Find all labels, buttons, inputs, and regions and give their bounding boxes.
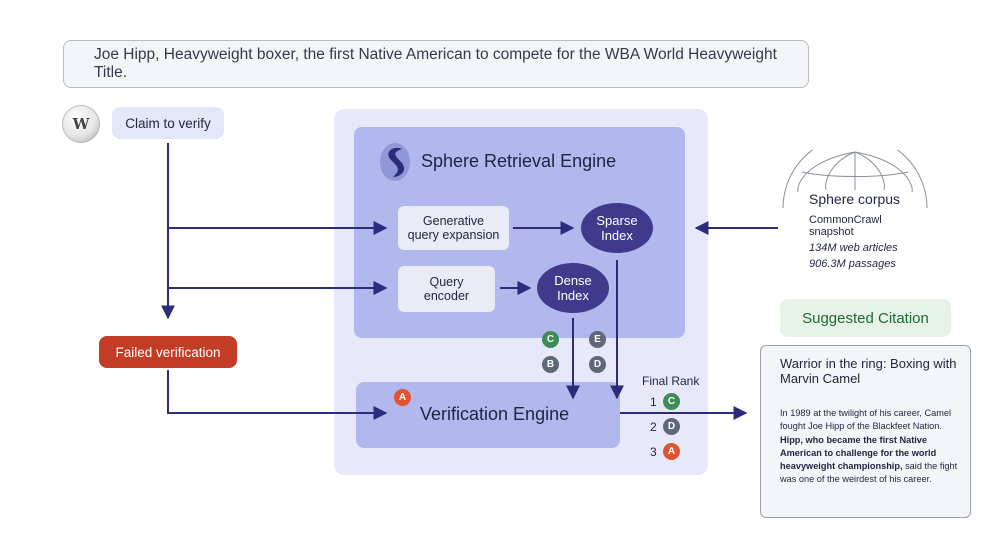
dense-index-node: Dense Index [537, 263, 609, 313]
rank-badge-2: D [663, 418, 680, 435]
generative-query-line2: query expansion [407, 228, 500, 242]
sphere-corpus-title: Sphere corpus [809, 191, 901, 207]
sphere-corpus-line2: snapshot [809, 226, 854, 238]
rank-badge-3: A [663, 443, 680, 460]
failed-verification-label: Failed verification [99, 336, 237, 368]
rank-number-3: 3 [650, 445, 657, 459]
generative-query-expansion-box: Generative query expansion [398, 206, 509, 250]
wikipedia-logo-icon: W [62, 105, 100, 143]
retrieved-badge-c: C [542, 331, 559, 348]
query-encoder-box: Query encoder [398, 266, 495, 312]
sphere-corpus-line1: CommonCrawl [809, 214, 882, 226]
globe-icon [782, 150, 928, 209]
verification-engine-title: Verification Engine [420, 404, 570, 424]
arrow-failed-to-verification [167, 370, 388, 420]
rank-number-1: 1 [650, 395, 657, 409]
retrieved-badge-b: B [542, 356, 559, 373]
citation-body-after: said the fight was one of the weirdest o… [780, 461, 958, 485]
dense-index-line1: Dense [554, 273, 592, 288]
retrieved-badge-d: D [589, 356, 606, 373]
sparse-index-line1: Sparse [596, 213, 638, 228]
rank-badge-1: C [663, 393, 680, 410]
citation-title: Warrior in the ring: Boxing with Marvin … [780, 356, 957, 386]
citation-body-bold: Hipp, who became the first Native Americ… [780, 434, 937, 472]
generative-query-line1: Generative [422, 214, 485, 228]
rank-number-2: 2 [650, 420, 657, 434]
claim-text: Joe Hipp, Heavyweight boxer, the first N… [94, 46, 777, 81]
query-encoder-line2: encoder [423, 289, 470, 303]
verification-badge-a: A [394, 389, 411, 406]
sparse-index-node: Sparse Index [581, 203, 653, 253]
query-encoder-line1: Query [429, 275, 464, 289]
suggested-citation-label: Suggested Citation [780, 299, 951, 337]
wikipedia-logo-glyph: W [72, 115, 90, 133]
final-rank-label: Final Rank [642, 374, 700, 388]
dense-index-line2: Index [557, 288, 589, 303]
sphere-corpus-line3: 134M web articles [809, 242, 898, 254]
sphere-engine-title: Sphere Retrieval Engine [421, 151, 617, 171]
retrieved-badge-e: E [589, 331, 606, 348]
citation-body-before: In 1989 at the twilight of his career, C… [780, 408, 952, 432]
citation-card: Warrior in the ring: Boxing with Marvin … [760, 345, 971, 518]
claim-to-verify-label: Claim to verify [112, 107, 224, 139]
citation-body: In 1989 at the twilight of his career, C… [780, 407, 958, 487]
claim-box: Joe Hipp, Heavyweight boxer, the first N… [63, 40, 809, 88]
sparse-index-line2: Index [601, 228, 633, 243]
sphere-logo-icon [380, 143, 410, 181]
sphere-corpus-line4: 906.3M passages [809, 258, 896, 270]
